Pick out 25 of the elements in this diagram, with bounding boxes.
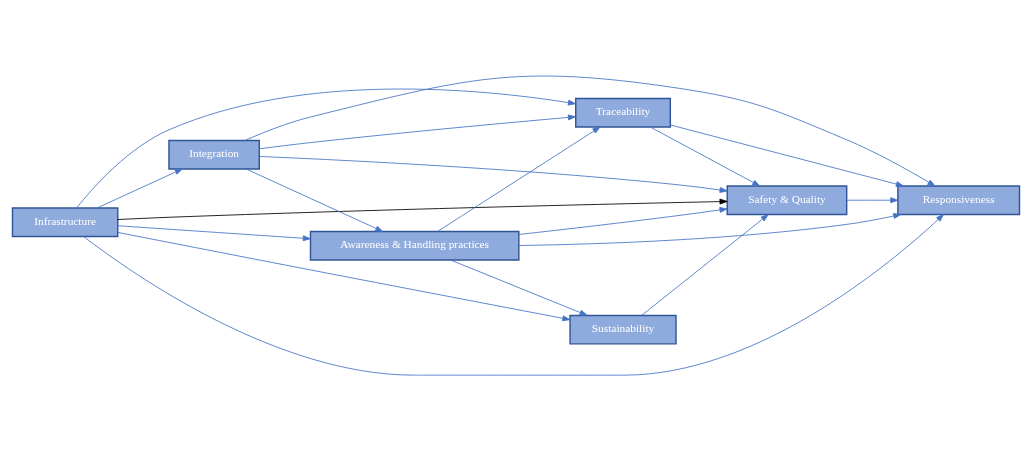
arrow: [641, 214, 769, 316]
node-box: Traceability: [575, 97, 672, 128]
arrow: [259, 156, 728, 193]
arrow: [258, 114, 576, 150]
node-box: Infrastructure: [11, 207, 119, 238]
node-box: Awareness & Handling practices: [309, 230, 520, 261]
node-box: Integration: [168, 139, 260, 170]
node-box: Responsiveness: [897, 185, 1021, 216]
arrow: [450, 259, 588, 316]
arrow: [96, 168, 183, 209]
arrow: [670, 124, 904, 187]
node-box: Safety & Quality: [726, 185, 848, 216]
arrow: [83, 214, 944, 376]
arrow: [518, 213, 902, 246]
arrow: [117, 232, 571, 322]
arrow: [437, 126, 601, 232]
arrow: [76, 88, 576, 209]
arrow: [846, 197, 899, 204]
arrow: [245, 168, 384, 232]
arrow: [117, 225, 311, 242]
arrow: [518, 207, 728, 235]
arrow: [649, 126, 761, 187]
arrow: [244, 75, 936, 187]
arrow: [117, 198, 728, 220]
node-box: Sustainability: [569, 314, 677, 345]
